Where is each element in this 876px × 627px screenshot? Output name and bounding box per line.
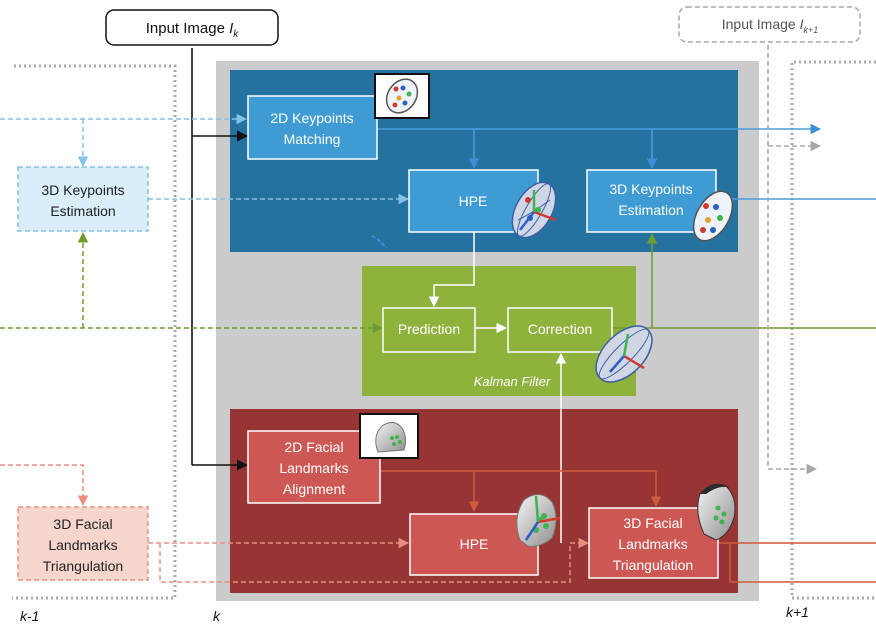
- landmarks-alignment-box: 2D Facial Landmarks Alignment: [247, 430, 381, 504]
- svg-text:3D Facial: 3D Facial: [623, 515, 682, 531]
- svg-text:Input Image Ik+1: Input Image Ik+1: [722, 16, 818, 35]
- input-k1-connector: [767, 45, 822, 475]
- svg-text:Landmarks: Landmarks: [618, 536, 687, 552]
- frame-bracket-prev: [12, 64, 177, 600]
- svg-text:Alignment: Alignment: [283, 481, 345, 497]
- prev-landmarks-triangulation-box: 3D Facial Landmarks Triangulation: [17, 506, 149, 581]
- svg-text:Matching: Matching: [284, 131, 341, 147]
- svg-text:3D Facial: 3D Facial: [53, 516, 112, 532]
- frame-bracket-next: [790, 60, 876, 600]
- svg-text:Correction: Correction: [528, 321, 593, 337]
- wire-head-pose-icon: [511, 181, 557, 239]
- landmarks-prev-flow: [0, 464, 590, 583]
- landmark-head-icon: [359, 413, 419, 459]
- svg-text:Landmarks: Landmarks: [48, 537, 117, 553]
- svg-text:Prediction: Prediction: [398, 321, 460, 337]
- svg-text:Triangulation: Triangulation: [43, 558, 123, 574]
- svg-text:Input Image Ik: Input Image Ik: [146, 20, 240, 40]
- input-image-k1: Input Image Ik+1: [678, 6, 861, 43]
- keypoint-cloud-icon: [374, 73, 430, 119]
- kalman-white-flow: [428, 232, 567, 543]
- frame-label-current: k: [213, 608, 221, 624]
- keypoints-matching-box: 2D Keypoints Matching: [247, 95, 378, 160]
- svg-text:HPE: HPE: [460, 536, 489, 552]
- prediction-box: Prediction: [382, 307, 476, 353]
- kalman-head-pose-icon: [595, 325, 653, 383]
- landmarks-flow: [380, 470, 876, 583]
- triangulation-head-icon: [697, 483, 736, 541]
- decorative-arc: [371, 235, 387, 249]
- prev-keypoints-estimation-box: 3D Keypoints Estimation: [17, 166, 149, 232]
- svg-text:Landmarks: Landmarks: [279, 460, 348, 476]
- kalman-state-flow: [0, 231, 876, 334]
- keypoint-estimation-icon: [692, 190, 734, 242]
- frame-label-prev: k-1: [20, 608, 39, 624]
- svg-text:2D Facial: 2D Facial: [284, 439, 343, 455]
- svg-text:HPE: HPE: [459, 193, 488, 209]
- correction-box: Correction: [507, 307, 613, 353]
- input-k-connector: [191, 48, 249, 471]
- svg-text:Triangulation: Triangulation: [613, 557, 693, 573]
- svg-text:Estimation: Estimation: [50, 203, 115, 219]
- kalman-filter-label: Kalman Filter: [474, 374, 551, 389]
- keypoints-flow: [377, 123, 876, 200]
- svg-text:2D Keypoints: 2D Keypoints: [270, 110, 353, 126]
- svg-text:3D Keypoints: 3D Keypoints: [609, 181, 692, 197]
- svg-text:Estimation: Estimation: [618, 202, 683, 218]
- prev-keypoints-flow: [0, 113, 410, 205]
- head-pose-axes-icon: [516, 494, 561, 547]
- frame-label-next: k+1: [786, 604, 809, 620]
- svg-text:3D Keypoints: 3D Keypoints: [41, 182, 124, 198]
- input-image-k: Input Image Ik: [105, 9, 279, 46]
- keypoints-estimation-box: 3D Keypoints Estimation: [586, 169, 717, 233]
- landmarks-triangulation-box: 3D Facial Landmarks Triangulation: [588, 507, 719, 579]
